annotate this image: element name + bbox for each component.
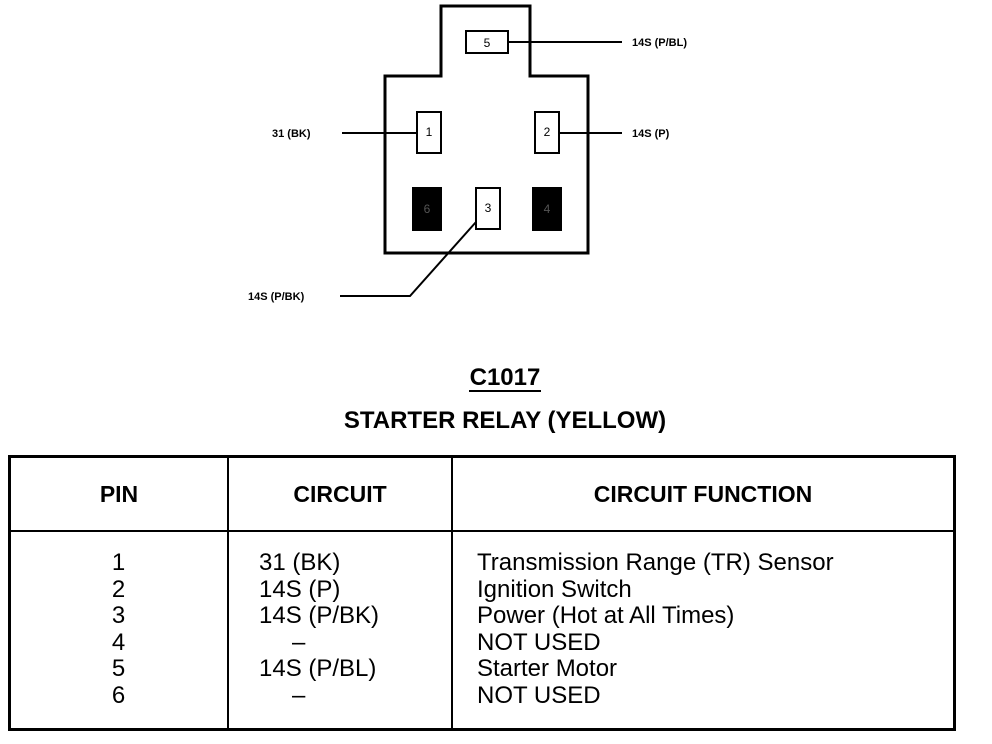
connector-id-text: C1017 xyxy=(468,364,542,392)
table-cell-pin: 4 xyxy=(111,628,126,656)
table-cell-pin: 6 xyxy=(111,681,126,709)
pin-table: PIN CIRCUIT CIRCUIT FUNCTION 1 2 3 4 5 6… xyxy=(8,455,956,731)
table-cell-pin: 3 xyxy=(111,602,126,630)
terminal-4 xyxy=(532,187,562,231)
table-body-row: 1 2 3 4 5 6 31 (BK) 14S (P) 14S (P/BK) –… xyxy=(8,531,956,730)
pin-column: 1 2 3 4 5 6 xyxy=(8,531,229,730)
wire-2-label: 14S (P) xyxy=(632,128,670,140)
terminal-1 xyxy=(416,111,442,154)
terminal-3-label: 3 xyxy=(485,201,492,215)
header-circuit: CIRCUIT xyxy=(227,455,453,532)
wire-5-label: 14S (P/BL) xyxy=(632,37,687,49)
terminal-1-label: 1 xyxy=(426,125,433,139)
terminal-6 xyxy=(412,187,442,231)
table-cell-function: Ignition Switch xyxy=(477,575,632,603)
table-cell-pin: 1 xyxy=(111,549,126,576)
header-circuit-function: CIRCUIT FUNCTION xyxy=(451,455,956,532)
table-cell-pin: 2 xyxy=(111,575,126,603)
table-cell-function: NOT USED xyxy=(477,681,601,709)
circuit-column: 31 (BK) 14S (P) 14S (P/BK) – 14S (P/BL) … xyxy=(227,531,453,730)
connector-name: STARTER RELAY (YELLOW) xyxy=(343,407,667,434)
wire-1-label: 31 (BK) xyxy=(272,128,311,140)
table-cell-circuit: – xyxy=(292,628,306,656)
table-cell-function: Power (Hot at All Times) xyxy=(477,602,735,630)
terminal-5-label: 5 xyxy=(484,36,491,50)
connector-id: C1017 xyxy=(0,364,992,392)
connector-diagram: 5 14S (P/BL) 1 31 (BK) 2 14S (P) 6 3 14S… xyxy=(248,4,687,303)
table-cell-function: Transmission Range (TR) Sensor xyxy=(477,549,834,576)
table-cell-circuit: 14S (P/BL) xyxy=(259,655,377,683)
table-cell-circuit: – xyxy=(292,681,306,709)
table-cell-circuit: 14S (P) xyxy=(259,575,341,603)
header-pin: PIN xyxy=(8,455,229,532)
terminal-2-label: 2 xyxy=(544,125,551,139)
table-cell-function: Starter Motor xyxy=(477,655,618,683)
table-cell-circuit: 31 (BK) xyxy=(259,549,341,576)
terminal-6-label: 6 xyxy=(424,202,431,216)
wire-3 xyxy=(340,221,477,297)
wire-3-label: 14S (P/BK) xyxy=(248,291,305,303)
terminal-4-label: 4 xyxy=(544,202,551,216)
table-cell-function: NOT USED xyxy=(477,628,601,656)
table-cell-pin: 5 xyxy=(111,655,126,683)
table-header-row: PIN CIRCUIT CIRCUIT FUNCTION xyxy=(8,455,956,532)
terminal-3 xyxy=(475,187,501,230)
function-column: Transmission Range (TR) Sensor Ignition … xyxy=(451,531,956,730)
table-cell-circuit: 14S (P/BK) xyxy=(259,602,380,630)
